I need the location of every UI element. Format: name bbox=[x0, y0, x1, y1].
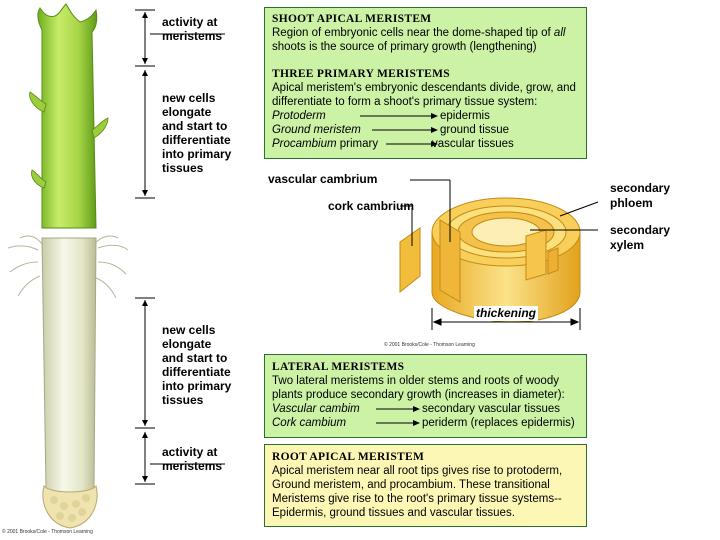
root-apical-text: Apical meristem near all root tips gives… bbox=[272, 465, 563, 519]
root-body bbox=[41, 237, 97, 506]
thickening-label: thickening bbox=[474, 306, 539, 321]
cutaway-wedge bbox=[439, 219, 461, 303]
shoot-apical-text: Region of embryonic cells near the dome-… bbox=[272, 27, 566, 53]
copyright-left: © 2001 Brooks/Cole - Thomson Learning bbox=[2, 529, 93, 535]
plant-illustration bbox=[7, 3, 129, 529]
three-primary-title: THREE PRIMARY MERISTEMS bbox=[272, 68, 450, 80]
primary-row: Protoderm epidermis bbox=[272, 110, 490, 122]
shoot-bud bbox=[91, 117, 109, 139]
root-cap bbox=[42, 484, 98, 529]
root-apical-title: ROOT APICAL MERISTEM bbox=[272, 451, 425, 463]
lateral-text: Two lateral meristems in older stems and… bbox=[272, 375, 565, 401]
lateral-row: Cork cambium periderm (replaces epidermi… bbox=[272, 417, 575, 429]
shoot-bud bbox=[29, 91, 47, 113]
vascular-cambrium-label: vascular cambrium bbox=[268, 172, 378, 186]
primary-row: Procambium primary vascular tissues bbox=[272, 138, 514, 150]
shoot-bud bbox=[31, 169, 47, 189]
shoot-stem bbox=[37, 3, 98, 229]
copyright-diagram: © 2001 Brooks/Cole - Thomson Learning bbox=[384, 342, 475, 348]
lateral-title: LATERAL MERISTEMS bbox=[272, 361, 405, 373]
shoot-apical-title: SHOOT APICAL MERISTEM bbox=[272, 13, 432, 25]
primary-row: Ground meristem ground tissue bbox=[272, 124, 510, 136]
three-primary-text: Apical meristem's embryonic descendants … bbox=[272, 82, 576, 108]
shoot-apical-box: SHOOT APICAL MERISTEM Region of embryoni… bbox=[264, 7, 587, 159]
root-apical-box: ROOT APICAL MERISTEM Apical meristem nea… bbox=[264, 444, 587, 527]
bracket-arrows bbox=[135, 9, 225, 485]
cork-layer bbox=[399, 227, 421, 294]
lateral-meristems-box: LATERAL MERISTEMS Two lateral meristems … bbox=[264, 354, 587, 438]
secondary-growth-diagram bbox=[399, 179, 599, 330]
lateral-row: Vascular cambim secondary vascular tissu… bbox=[272, 403, 561, 415]
cork-cambrium-label: cork cambrium bbox=[328, 199, 415, 213]
